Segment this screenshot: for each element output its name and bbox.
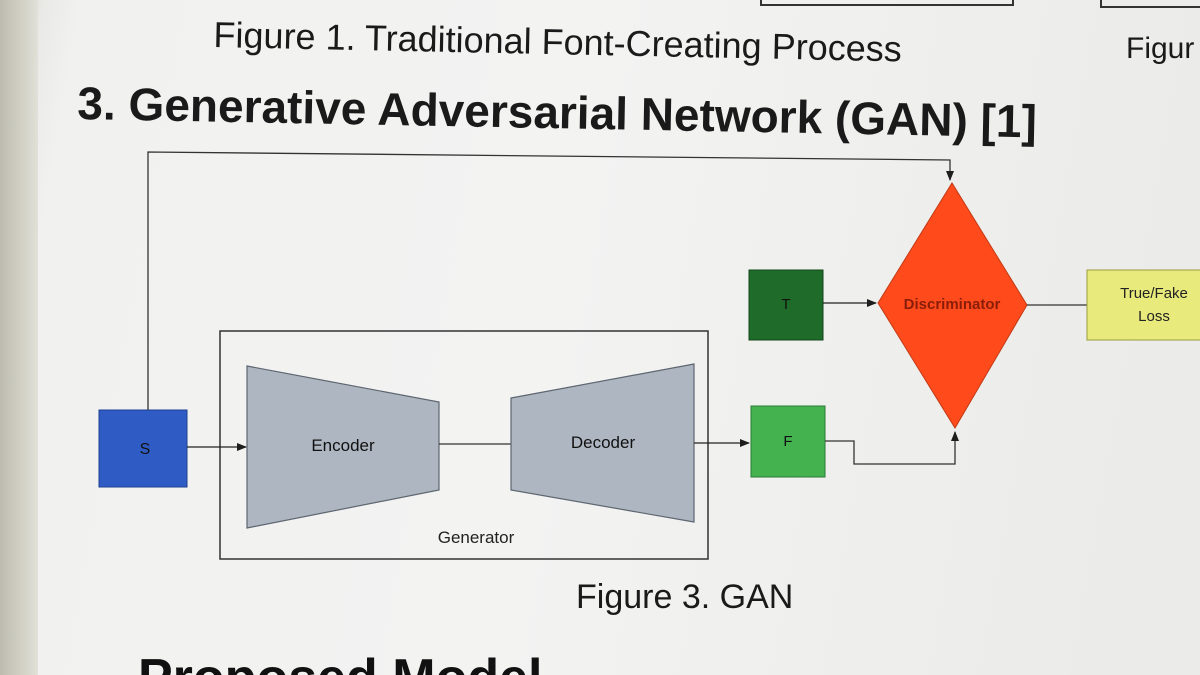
figure1-box-bottom	[760, 0, 1014, 6]
figure2-box-bottom	[1100, 0, 1200, 8]
s-to-discriminator-connector	[147, 151, 954, 410]
next-section-heading-partial: Proposed Model	[138, 648, 542, 675]
s-node-label: S	[140, 441, 151, 458]
encoder-label: Encoder	[311, 436, 375, 455]
f-node	[750, 405, 826, 478]
decoder-label: Decoder	[571, 433, 636, 452]
loss-label-line2: Loss	[1138, 308, 1170, 325]
generator-label: Generator	[438, 528, 515, 547]
decoder-block	[510, 363, 695, 523]
f-node-label: F	[783, 433, 792, 450]
discriminator-node	[877, 182, 1028, 429]
s-node	[98, 409, 188, 488]
generator-container	[219, 330, 709, 560]
encoder-block	[246, 365, 440, 529]
loss-label-line1: True/Fake	[1120, 285, 1188, 302]
f-to-discriminator-connector	[825, 431, 959, 465]
loss-node	[1086, 269, 1200, 341]
figure2-caption-partial: Figur	[1126, 32, 1195, 65]
discriminator-label: Discriminator	[904, 296, 1001, 313]
t-node	[748, 269, 824, 341]
board-edge	[0, 0, 38, 675]
t-node-label: T	[781, 296, 790, 313]
figure3-caption: Figure 3. GAN	[576, 578, 794, 616]
